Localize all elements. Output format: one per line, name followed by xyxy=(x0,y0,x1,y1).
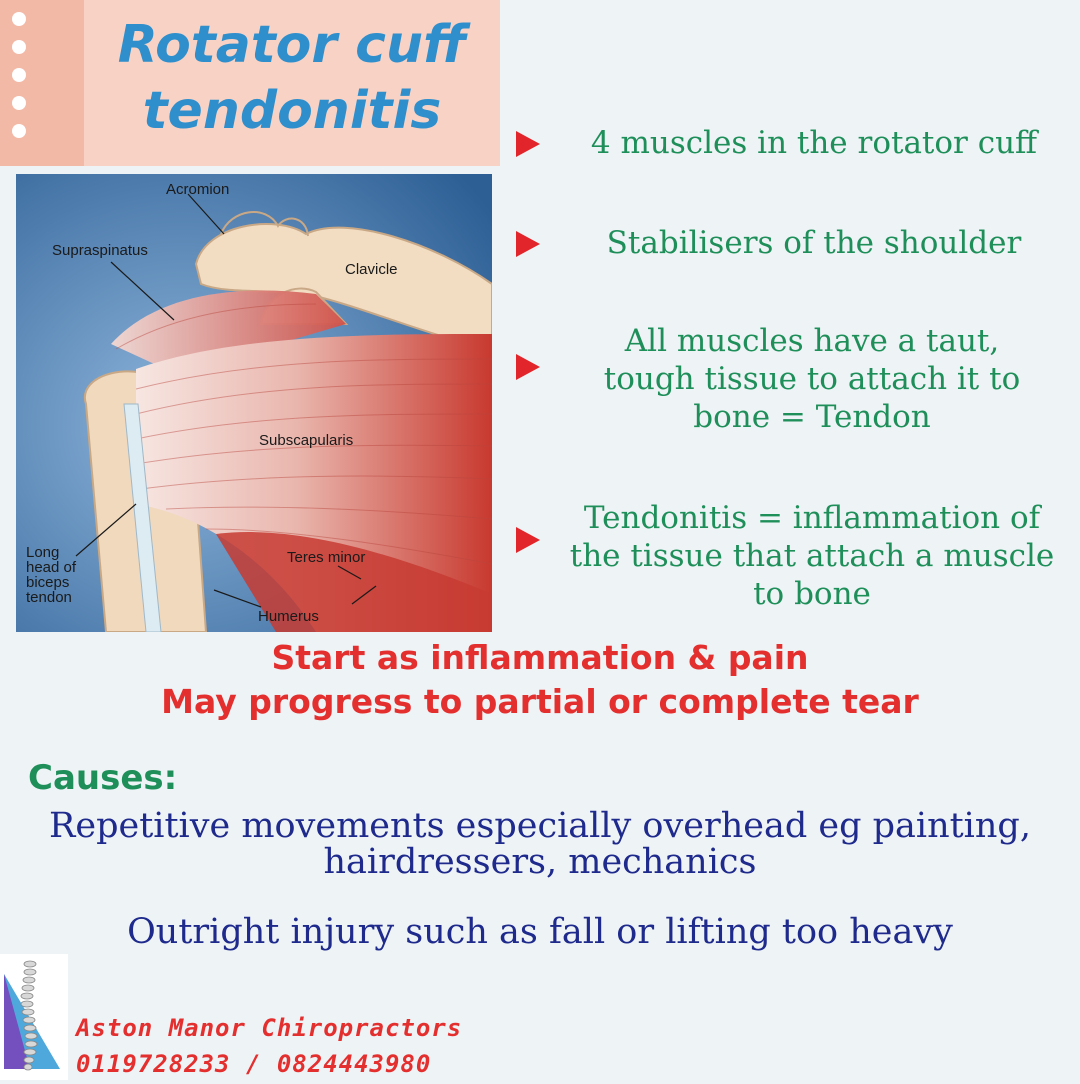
label-teres-minor: Teres minor xyxy=(287,549,366,566)
red-arrow-icon xyxy=(516,131,540,157)
label-line: head of xyxy=(26,559,77,576)
binder-hole xyxy=(12,96,26,110)
causes-heading: Causes: xyxy=(28,758,178,798)
chiropractor-logo xyxy=(0,954,68,1080)
cause-item: Repetitive movements especially overhead… xyxy=(49,806,1031,882)
shoulder-anatomy-illustration: Acromion Supraspinatus Clavicle Subscapu… xyxy=(16,174,492,632)
title-line-1: Rotator cuff xyxy=(117,15,467,75)
red-arrow-icon xyxy=(516,354,540,380)
binder-hole xyxy=(12,68,26,82)
label-line: biceps xyxy=(26,574,70,591)
company-name: Aston Manor Chiropractors xyxy=(76,1014,463,1042)
bullet-item: 4 muscles in the rotator cuff xyxy=(512,124,1072,164)
binder-hole xyxy=(12,124,26,138)
binder-hole xyxy=(12,40,26,54)
bullet-item: All muscles have a taut, tough tissue to… xyxy=(512,322,1072,438)
warning-line-2: May progress to partial or complete tear xyxy=(161,682,919,721)
bullet-text: Tendonitis = inflammation of the tissue … xyxy=(569,500,1055,612)
bullet-text: 4 muscles in the rotator cuff xyxy=(590,125,1038,161)
label-acromion: Acromion xyxy=(166,181,230,198)
title-line-2: tendonitis xyxy=(142,81,442,141)
bullet-item: Stabilisers of the shoulder xyxy=(512,224,1072,264)
red-arrow-icon xyxy=(516,231,540,257)
label-subscapularis: Subscapularis xyxy=(259,432,354,449)
label-long-head-biceps: Long head of biceps tendon xyxy=(26,545,76,605)
red-arrow-icon xyxy=(516,527,540,553)
label-line: tendon xyxy=(26,589,72,606)
notebook-strip xyxy=(0,0,84,166)
bullet-text: All muscles have a taut, tough tissue to… xyxy=(603,323,1021,435)
binder-hole xyxy=(12,12,26,26)
page-title: Rotator cuff tendonitis xyxy=(92,12,492,144)
label-line: Long xyxy=(26,544,60,561)
label-clavicle: Clavicle xyxy=(345,261,398,278)
company-phones[interactable]: 0119728233 / 0824443980 xyxy=(76,1050,432,1078)
bullet-text: Stabilisers of the shoulder xyxy=(606,225,1022,261)
spine-logo-icon xyxy=(4,960,60,1071)
label-supraspinatus: Supraspinatus xyxy=(52,242,148,259)
label-humerus: Humerus xyxy=(258,608,319,625)
warning-line-1: Start as inflammation & pain xyxy=(271,638,809,677)
bullet-item: Tendonitis = inflammation of the tissue … xyxy=(512,499,1072,615)
title-card: Rotator cuff tendonitis xyxy=(0,0,500,166)
cause-item: Outright injury such as fall or lifting … xyxy=(127,912,953,952)
shoulder-anatomy-drawing xyxy=(16,174,492,632)
